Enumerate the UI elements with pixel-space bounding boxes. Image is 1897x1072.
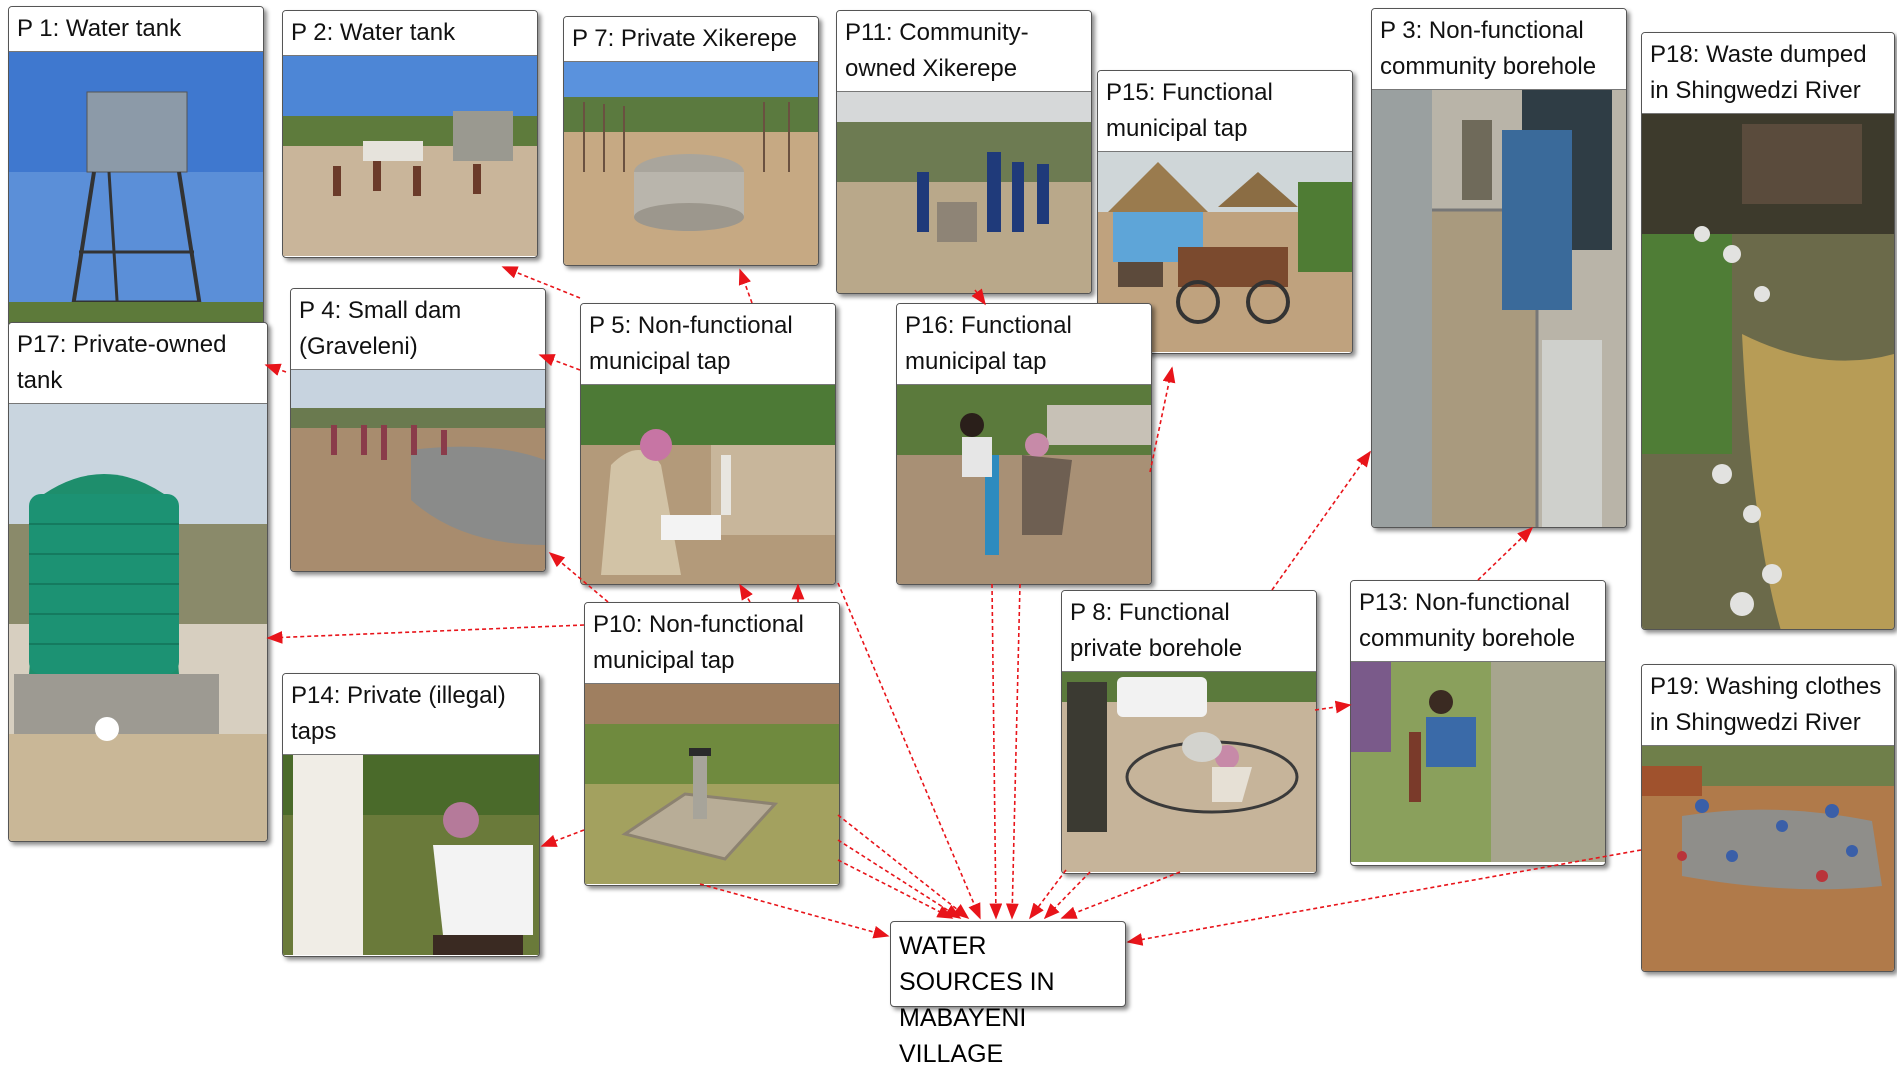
non-functional-borehole-photo-p13: [1351, 662, 1605, 865]
card-caption: P11: Community- owned Xikerepe: [837, 11, 1091, 92]
card-caption: P16: Functional municipal tap: [897, 304, 1151, 385]
card-caption: P17: Private-owned tank: [9, 323, 267, 404]
illegal-tap-photo: [283, 755, 539, 956]
card-p7: P 7: Private Xikerepe: [563, 16, 819, 266]
card-caption: P 7: Private Xikerepe: [564, 17, 818, 62]
community-xikerepe-photo: [837, 92, 1091, 293]
xikerepe-well-photo: [564, 62, 818, 265]
card-caption: P 3: Non-functional community borehole: [1372, 9, 1626, 90]
card-caption: P14: Private (illegal) taps: [283, 674, 539, 755]
card-caption: P13: Non-functional community borehole: [1351, 581, 1605, 662]
water-tank-photo: [283, 56, 537, 257]
functional-borehole-photo: [1062, 672, 1316, 873]
card-p16: P16: Functional municipal tap: [896, 303, 1152, 585]
card-caption: P 2: Water tank: [283, 11, 537, 56]
card-p17: P17: Private-owned tank: [8, 322, 268, 842]
card-caption: P15: Functional municipal tap: [1098, 71, 1352, 152]
non-functional-tap-photo-p10: [585, 684, 839, 885]
card-p11: P11: Community- owned Xikerepe: [836, 10, 1092, 294]
washing-clothes-photo: [1642, 746, 1894, 971]
non-functional-tap-photo-p5: [581, 385, 835, 584]
private-tank-photo: [9, 404, 267, 841]
card-p2: P 2: Water tank: [282, 10, 538, 258]
functional-tap-donkey-cart-photo: [1098, 152, 1352, 353]
water-sources-hub: WATER SOURCES IN MABAYENI VILLAGE: [890, 921, 1126, 1068]
small-dam-photo: [291, 370, 545, 571]
card-p14: P14: Private (illegal) taps: [282, 673, 540, 957]
card-caption: P 4: Small dam (Graveleni): [291, 289, 545, 370]
waste-river-photo: [1642, 114, 1894, 629]
non-functional-borehole-photo: [1372, 90, 1626, 527]
card-p4: P 4: Small dam (Graveleni): [290, 288, 546, 572]
card-caption: P 8: Functional private borehole: [1062, 591, 1316, 672]
card-p8: P 8: Functional private borehole: [1061, 590, 1317, 874]
card-p13: P13: Non-functional community borehole: [1350, 580, 1606, 866]
card-p15: P15: Functional municipal tap: [1097, 70, 1353, 354]
card-p3: P 3: Non-functional community borehole: [1371, 8, 1627, 528]
water-tower-photo: [9, 52, 263, 327]
card-p19: P19: Washing clothes in Shingwedzi River: [1641, 664, 1895, 972]
card-caption: P10: Non-functional municipal tap: [585, 603, 839, 684]
card-caption: P 1: Water tank: [9, 7, 263, 52]
card-caption: P19: Washing clothes in Shingwedzi River: [1642, 665, 1894, 746]
card-caption: P 5: Non-functional municipal tap: [581, 304, 835, 385]
card-p10: P10: Non-functional municipal tap: [584, 602, 840, 886]
functional-tap-photo-p16: [897, 385, 1151, 584]
card-p1: P 1: Water tank: [8, 6, 264, 328]
card-caption: P18: Waste dumped in Shingwedzi River: [1642, 33, 1894, 114]
card-p18: P18: Waste dumped in Shingwedzi River: [1641, 32, 1895, 630]
card-p5: P 5: Non-functional municipal tap: [580, 303, 836, 585]
